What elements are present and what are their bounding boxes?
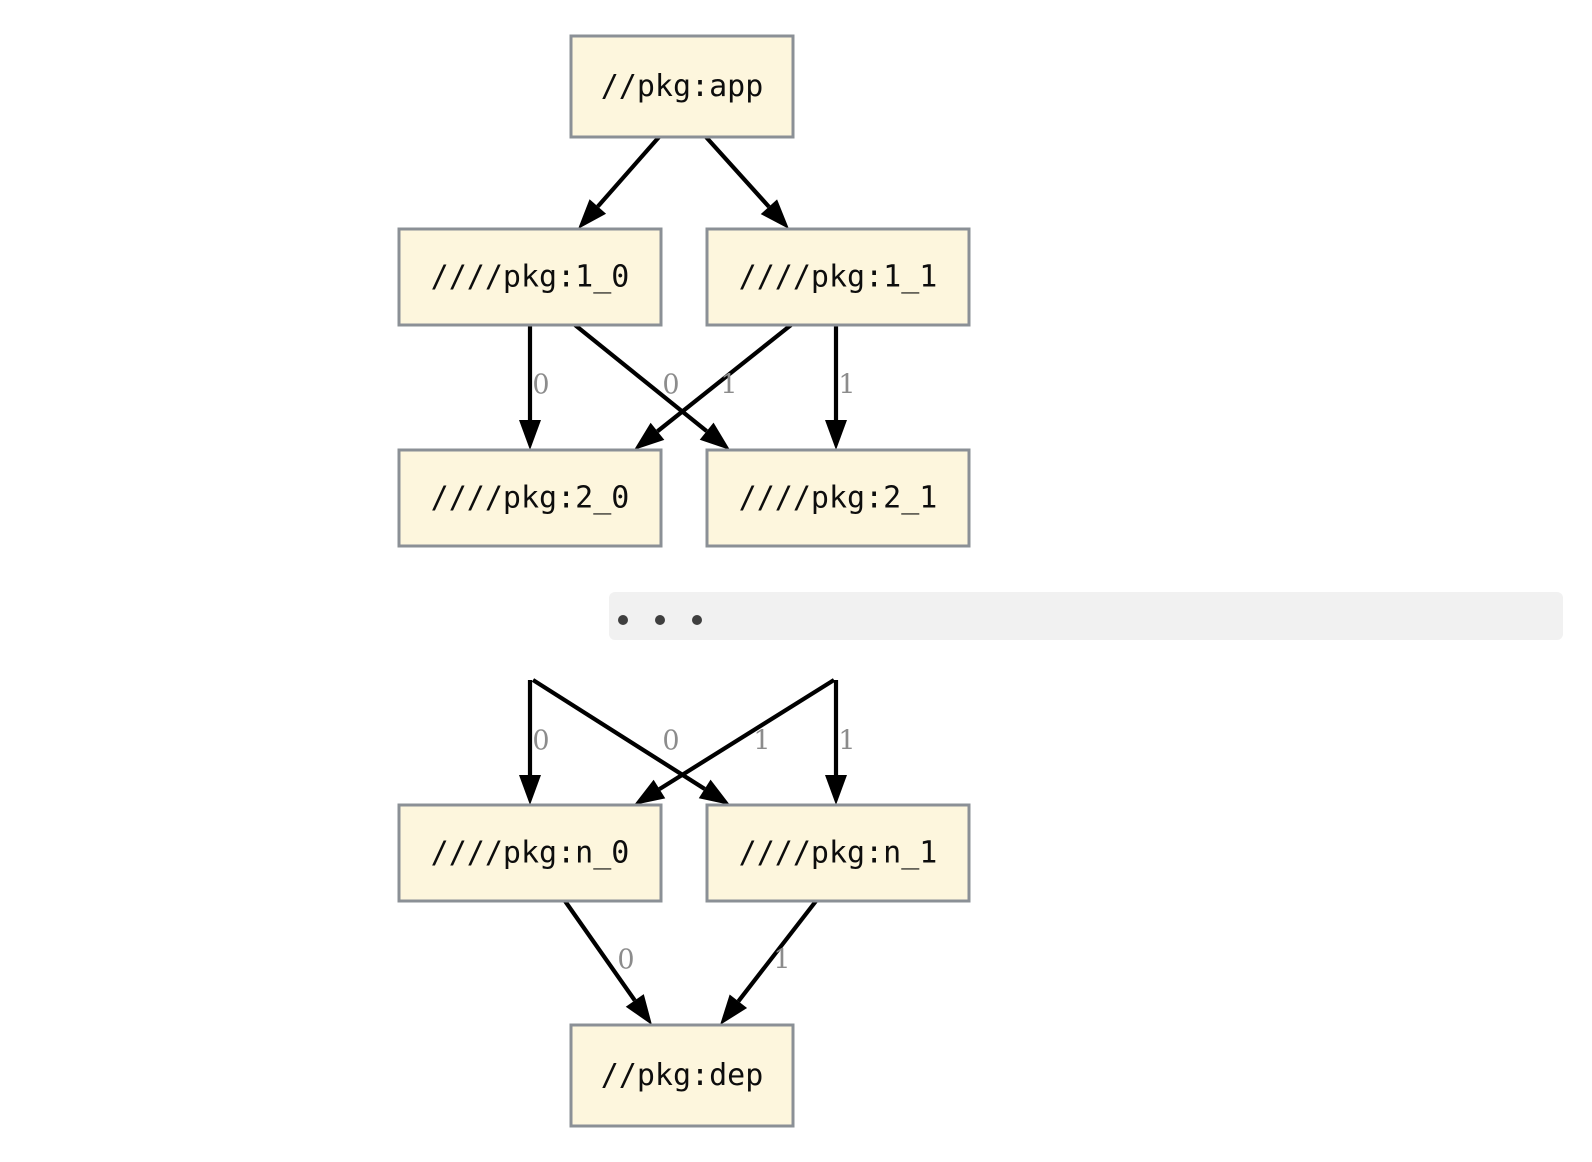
arrowhead-icon (825, 420, 847, 450)
ellipsis-dot (655, 615, 665, 625)
node-label: //pkg:dep (601, 1058, 764, 1093)
edge-label: 1 (720, 370, 737, 401)
node-label: ////pkg:n_0 (431, 836, 630, 871)
arrowhead-icon (825, 775, 847, 805)
node-dep[interactable]: //pkg:dep (569, 1023, 795, 1128)
edge-shaft (736, 899, 818, 1003)
node-label: ////pkg:n_1 (739, 836, 938, 871)
edges-layer: 0 0 1 1 0 0 1 1 0 1 (519, 135, 856, 1025)
edge-label: 0 (532, 370, 549, 401)
nodes-layer: //pkg:app ////pkg:1_0 ////pkg:1_1 ////pkg:2… (397, 34, 971, 1128)
edge-label: 0 (662, 726, 679, 757)
arrowhead-icon (578, 199, 607, 229)
node-label: ////pkg:1_1 (739, 260, 938, 295)
node-box[interactable] (397, 227, 663, 327)
edge-shaft (531, 678, 706, 791)
edge-label: 1 (773, 945, 790, 976)
edge-label: 1 (838, 370, 855, 401)
edge-n1_0-to-n2_1: 0 (573, 323, 730, 450)
edge-to-nn_1: 0 (531, 678, 730, 805)
edge-label: 0 (662, 370, 679, 401)
edge-label: 1 (753, 726, 770, 757)
edge-shaft (573, 323, 708, 433)
edge-to-nn_0: 1 (634, 678, 836, 805)
ellipsis-separator (609, 592, 1563, 640)
node-label: ////pkg:1_0 (431, 260, 630, 295)
edge-shaft (656, 323, 793, 433)
edge-app-to-n1_0 (578, 135, 661, 229)
edge-label: 1 (838, 726, 855, 757)
node-box[interactable] (705, 803, 971, 903)
edge-shaft (658, 678, 836, 791)
arrowhead-icon (519, 775, 541, 805)
node-box[interactable] (705, 448, 971, 548)
arrowhead-icon (720, 994, 748, 1025)
node-label: ////pkg:2_0 (431, 481, 630, 516)
edge-n1_1-to-n2_1: 1 (825, 325, 856, 450)
node-box[interactable] (569, 1023, 795, 1128)
ellipsis-dot (618, 615, 628, 625)
node-n1_1[interactable]: ////pkg:1_1 (705, 227, 971, 327)
arrowhead-icon (699, 422, 730, 450)
node-box[interactable] (397, 803, 663, 903)
edge-label: 0 (532, 726, 549, 757)
node-nn_1[interactable]: ////pkg:n_1 (705, 803, 971, 903)
edge-to-nn_0: 0 (519, 680, 550, 805)
arrowhead-icon (634, 779, 666, 805)
node-app[interactable]: //pkg:app (569, 34, 795, 139)
arrowhead-icon (698, 779, 730, 805)
node-box[interactable] (397, 448, 663, 548)
ellipsis-band (609, 592, 1563, 640)
node-n2_1[interactable]: ////pkg:2_1 (705, 448, 971, 548)
node-n2_0[interactable]: ////pkg:2_0 (397, 448, 663, 548)
edge-n1_1-to-n2_0: 1 (634, 323, 793, 450)
ellipsis-dot (692, 615, 702, 625)
edge-to-nn_1: 1 (825, 680, 856, 805)
edge-shaft (704, 135, 771, 209)
node-n1_0[interactable]: ////pkg:1_0 (397, 227, 663, 327)
edge-n1_0-to-n2_0: 0 (519, 325, 550, 450)
edge-shaft (563, 899, 637, 1002)
edge-app-to-n1_1 (704, 135, 789, 229)
node-label: ////pkg:2_1 (739, 481, 938, 516)
edge-nn_1-to-dep: 1 (720, 899, 818, 1025)
node-label: //pkg:app (601, 69, 764, 104)
arrowhead-icon (625, 994, 652, 1025)
node-nn_0[interactable]: ////pkg:n_0 (397, 803, 663, 903)
edge-nn_0-to-dep: 0 (563, 899, 652, 1025)
arrowhead-icon (760, 199, 789, 229)
arrowhead-icon (519, 420, 541, 450)
node-box[interactable] (705, 227, 971, 327)
edge-shaft (596, 135, 661, 208)
edge-label: 0 (617, 945, 634, 976)
node-box[interactable] (569, 34, 795, 139)
arrowhead-icon (634, 422, 665, 450)
